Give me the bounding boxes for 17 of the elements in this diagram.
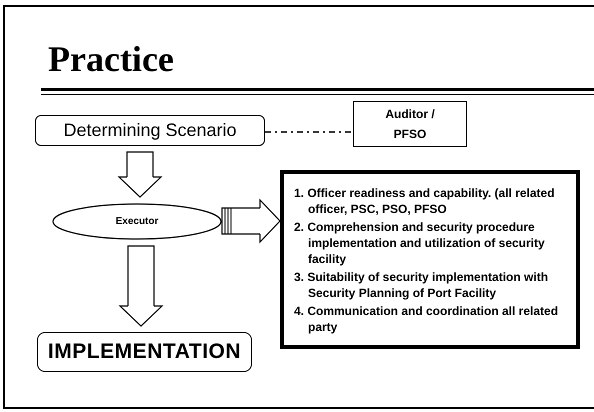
block-arrow bbox=[119, 245, 163, 327]
list-item: 2. Comprehension and security procedure implementation and utilization of security facility bbox=[294, 218, 546, 266]
dash-dot-line bbox=[265, 131, 353, 133]
list-box bbox=[280, 170, 580, 349]
process-box bbox=[35, 115, 265, 146]
node-label: Auditor / PFSO bbox=[384, 106, 436, 143]
node-label: Executor bbox=[116, 215, 158, 229]
list-item: 3. Suitability of security implementation with Security Planning of Port Facility bbox=[294, 268, 550, 300]
list-item: 1. Officer readiness and capability. (all related officer, PSC, PSO, PFSO bbox=[294, 184, 556, 216]
process-box bbox=[37, 332, 252, 372]
node-label: Determining Scenario bbox=[63, 119, 237, 142]
slide-title: Practice bbox=[48, 38, 174, 80]
block-arrow bbox=[118, 151, 162, 198]
node-label: IMPLEMENTATION bbox=[48, 339, 242, 366]
role-box bbox=[353, 101, 467, 147]
block-arrow bbox=[221, 199, 281, 243]
list-item: 4. Communication and coordination all related party bbox=[294, 302, 560, 334]
